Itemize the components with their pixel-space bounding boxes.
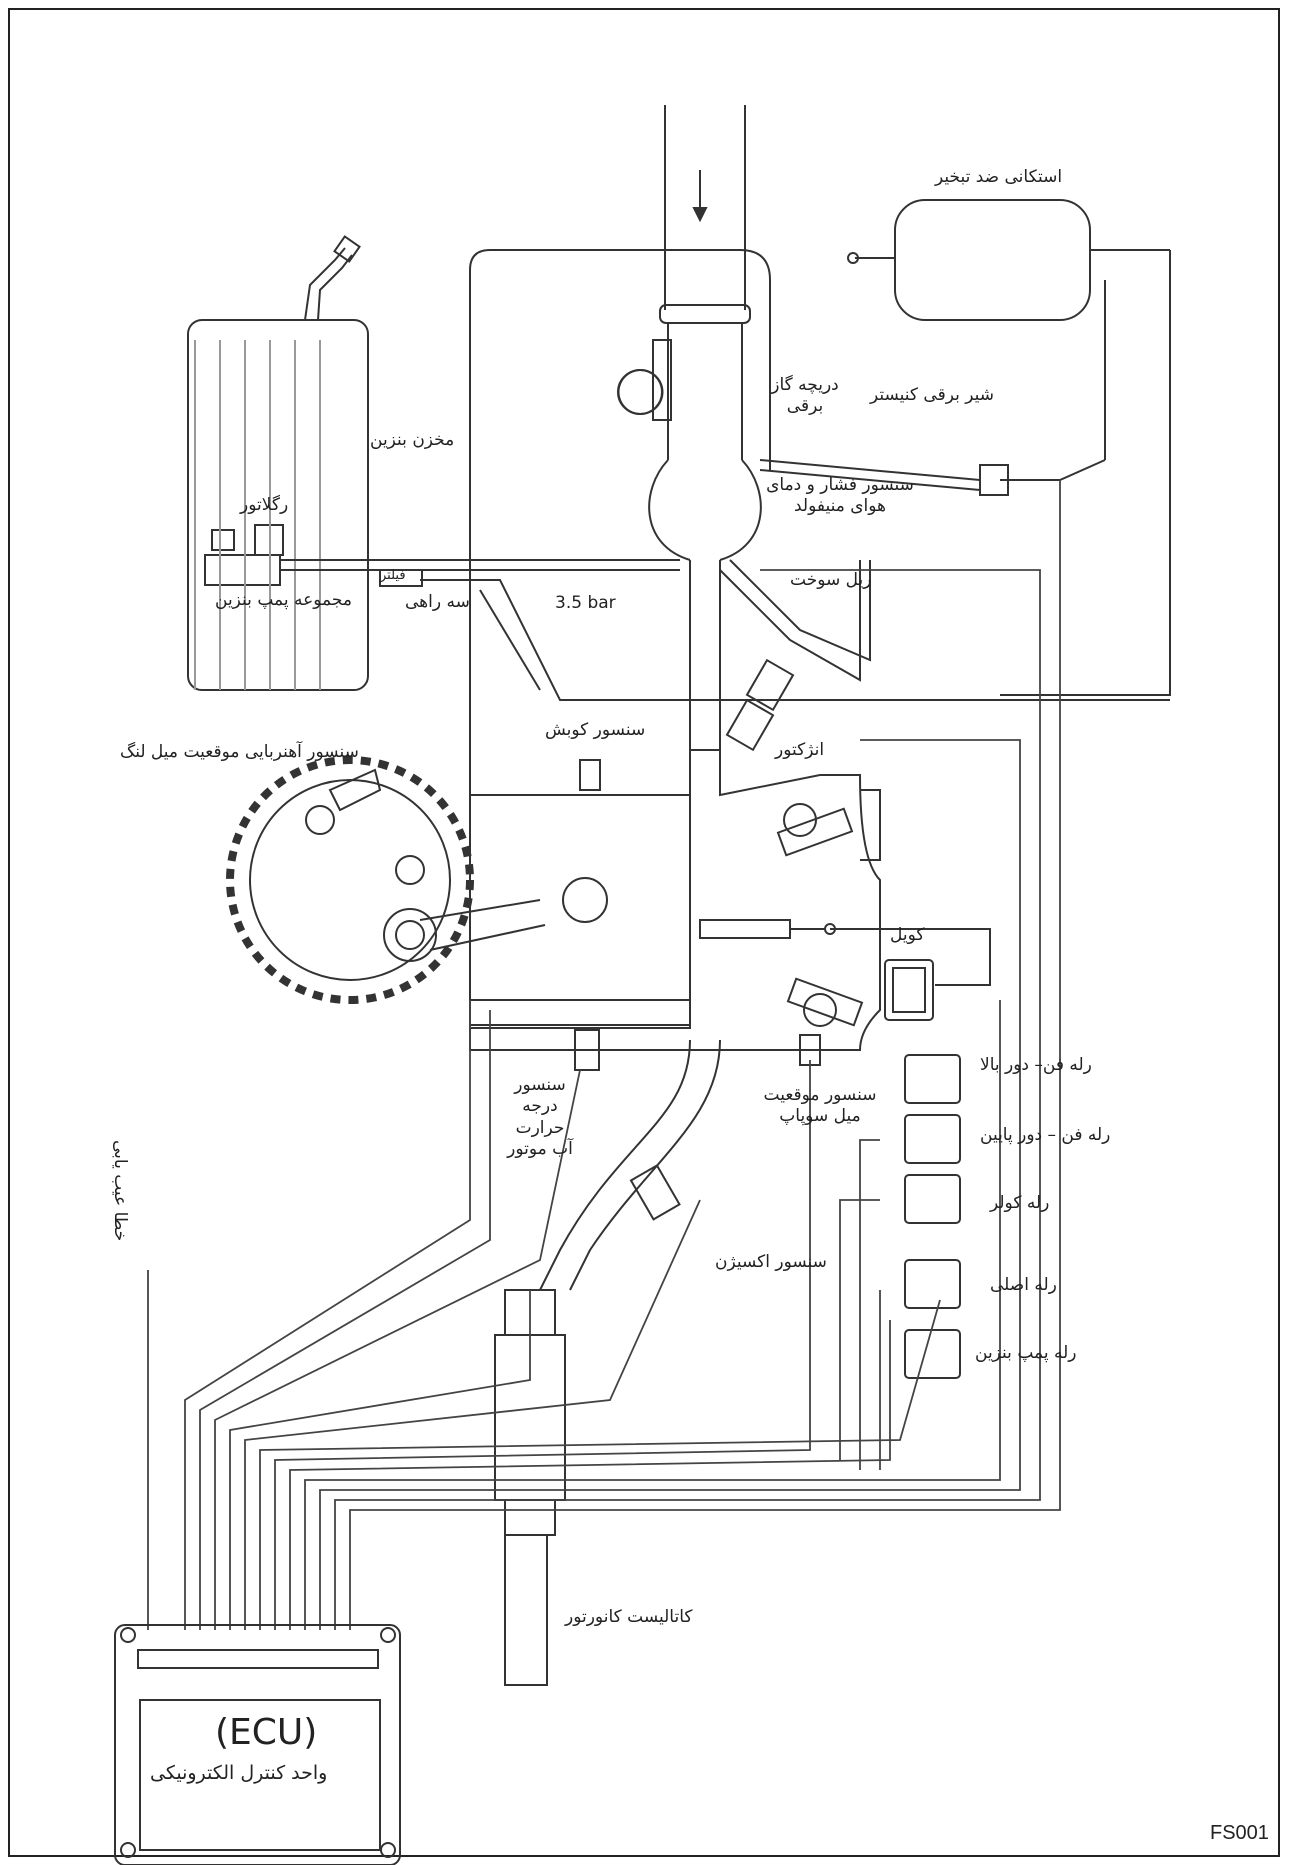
throttle-body	[617, 339, 672, 421]
label-filter: فیلتر	[380, 568, 406, 583]
label-injector: انژکتور	[775, 740, 825, 760]
label-catalyst: کاتالیست کانورتور	[565, 1607, 693, 1627]
intake-duct	[648, 105, 762, 760]
label-coil: کویل	[890, 925, 925, 945]
relays	[904, 1054, 961, 1379]
label-canister-valve: شیر برقی کنیستر	[870, 385, 994, 405]
injector	[725, 658, 795, 752]
label-regulator: رگلاتور	[240, 495, 289, 515]
label-map-sensor: سنسور فشار و دمای هوای منیفولد	[766, 475, 914, 517]
ecu-code: (ECU)	[215, 1712, 318, 1753]
label-relay-main: رله اصلی	[990, 1275, 1057, 1295]
label-crank-sensor: سنسور آهنربایی موقعیت میل لنگ	[120, 742, 359, 762]
label-fuel-tank: مخزن بنزین	[370, 430, 455, 450]
label-relay-fan-high: رله فن– دور بالا	[980, 1055, 1092, 1075]
label-throttle: دریچه گاز برقی	[771, 375, 839, 417]
label-knock-sensor: سنسور کوبش	[545, 720, 646, 740]
label-relay-ac: رله کولر	[990, 1193, 1050, 1213]
valve-assembly	[699, 789, 881, 1027]
figure-frame	[8, 8, 1280, 1857]
coolant-sensor-body	[574, 1029, 600, 1071]
label-relay-pump: رله پمپ بنزین	[975, 1343, 1077, 1363]
label-pressure: 3.5 bar	[555, 593, 616, 613]
ecu-box	[114, 1624, 401, 1865]
fuel-tank	[187, 235, 423, 691]
label-canister: استکانی ضد تبخیر	[935, 167, 1063, 187]
figure-code: FS001	[1210, 1822, 1269, 1844]
label-fault-lamp: خطا عیب یابی	[110, 1140, 130, 1242]
label-three-way: سه راهی	[405, 592, 470, 612]
label-relay-fan-low: رله فن – دور پایین	[980, 1125, 1111, 1145]
label-fuel-rail: ریل سوخت	[790, 570, 872, 590]
canister-drawing	[847, 199, 1171, 696]
plenum-outline	[469, 249, 771, 1000]
wiring-harness	[147, 480, 1061, 1630]
label-fuel-pump-assembly: مجموعه پمپ بنزین	[215, 590, 352, 610]
fuel-lines	[280, 559, 1170, 701]
label-oxygen-sensor: سنسور اکسیژن	[715, 1252, 827, 1272]
label-coolant-temp: سنسور درجه حرارت آب موتور	[507, 1075, 573, 1159]
ignition-coil	[830, 928, 991, 1021]
label-cam-sensor: سنسور موقعیت میل سوپاپ	[763, 1085, 877, 1127]
purge-line	[759, 459, 981, 491]
ecu-name: واحد کنترل الکترونیکی	[150, 1762, 328, 1784]
engine-block	[469, 749, 881, 1051]
crank-gear	[226, 756, 546, 1004]
